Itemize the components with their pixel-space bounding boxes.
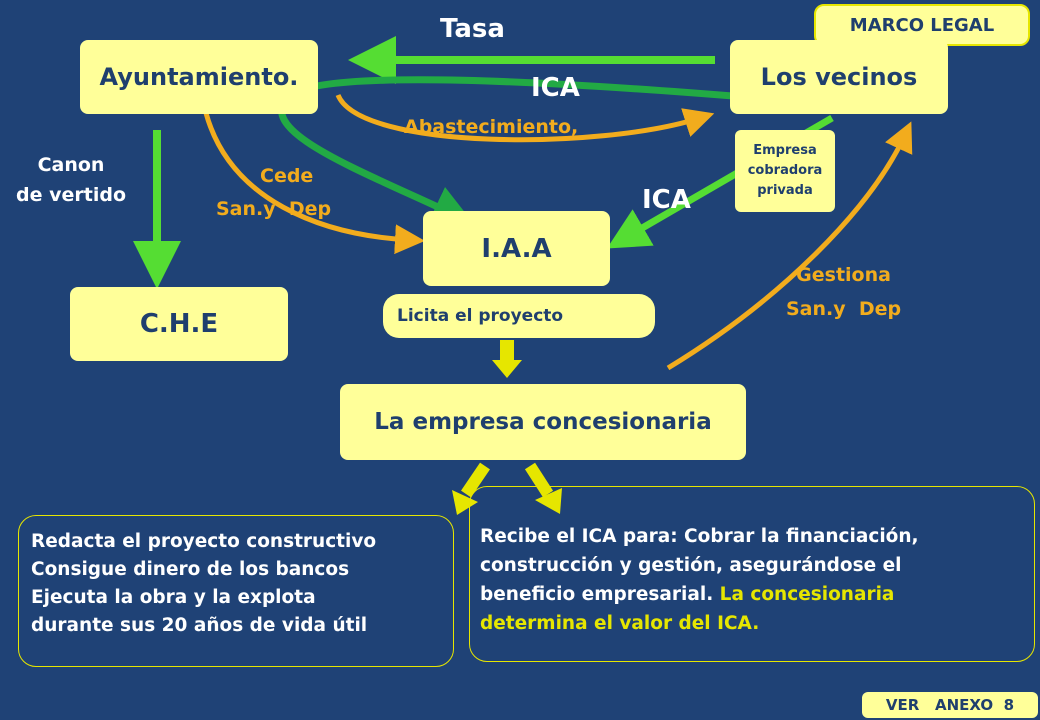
node-che: C.H.E xyxy=(70,287,288,361)
cede-label: Cede San.y Dep xyxy=(216,160,331,226)
iaa-label: I.A.A xyxy=(481,233,552,264)
empresa-line-2: cobradora xyxy=(747,163,823,178)
ver-anexo-button[interactable]: VER ANEXO 8 xyxy=(862,692,1038,718)
canon-label: Canon de vertido xyxy=(4,150,138,210)
right-line-3: beneficio empresarial. La concesionaria xyxy=(480,580,1034,609)
ver-anexo-label: VER ANEXO 8 xyxy=(885,696,1015,714)
right-line-1: Recibe el ICA para: Cobrar la financiaci… xyxy=(480,526,919,547)
right-down-arrow xyxy=(524,462,554,498)
gestiona-arrow xyxy=(666,121,913,371)
abastecimiento-arrow xyxy=(335,93,715,143)
node-iaa: I.A.A xyxy=(423,211,610,286)
ica-top-label: ICA xyxy=(531,73,580,103)
empresa-line-1: Empresa xyxy=(753,143,817,158)
node-ayuntamiento: Ayuntamiento. xyxy=(80,40,318,114)
node-licita: Licita el proyecto xyxy=(383,294,655,338)
gestiona-line-1: Gestiona xyxy=(796,264,891,286)
vecinos-label: Los vecinos xyxy=(760,63,918,91)
right-line-3-white: beneficio empresarial. xyxy=(480,584,720,605)
left-line-1: Redacta el proyecto constructivo xyxy=(31,531,377,552)
right-line-3-yellow: La concesionaria xyxy=(719,584,895,605)
cede-line-1: Cede xyxy=(260,165,314,187)
node-concesionaria: La empresa concesionaria xyxy=(340,384,746,460)
left-down-arrow xyxy=(461,462,490,498)
node-empresa-cobradora: Empresa cobradora privada xyxy=(735,130,835,212)
concesionaria-label: La empresa concesionaria xyxy=(374,409,712,435)
left-description-box: Redacta el proyecto constructivo Consigu… xyxy=(18,515,454,667)
licita-label: Licita el proyecto xyxy=(397,306,564,326)
cede-arrow xyxy=(203,112,425,255)
gestiona-label: Gestiona San.y Dep xyxy=(786,258,901,326)
marco-legal-button[interactable]: MARCO LEGAL xyxy=(814,4,1030,46)
empresa-line-3: privada xyxy=(757,183,813,198)
abastecimiento-label: Abastecimiento, xyxy=(404,116,579,138)
right-description-box: Recibe el ICA para: Cobrar la financiaci… xyxy=(469,486,1035,662)
right-line-4: determina el valor del ICA. xyxy=(480,613,760,634)
cede-line-2: San.y Dep xyxy=(216,198,332,220)
left-line-4: durante sus 20 años de vida útil xyxy=(31,615,368,636)
canon-line-1: Canon xyxy=(37,154,105,176)
left-line-3: Ejecuta la obra y la explota xyxy=(31,587,316,608)
canon-line-2: de vertido xyxy=(16,184,126,206)
ayuntamiento-label: Ayuntamiento. xyxy=(99,63,299,91)
marco-legal-label: MARCO LEGAL xyxy=(849,14,995,36)
gestiona-line-2: San.y Dep xyxy=(786,298,902,320)
node-vecinos: Los vecinos xyxy=(730,40,948,114)
right-line-2: construcción y gestión, asegurándose el xyxy=(480,555,902,576)
left-line-2: Consigue dinero de los bancos xyxy=(31,559,350,580)
tasa-label: Tasa xyxy=(440,14,505,44)
ica-right-label: ICA xyxy=(642,185,691,215)
che-label: C.H.E xyxy=(139,309,219,339)
